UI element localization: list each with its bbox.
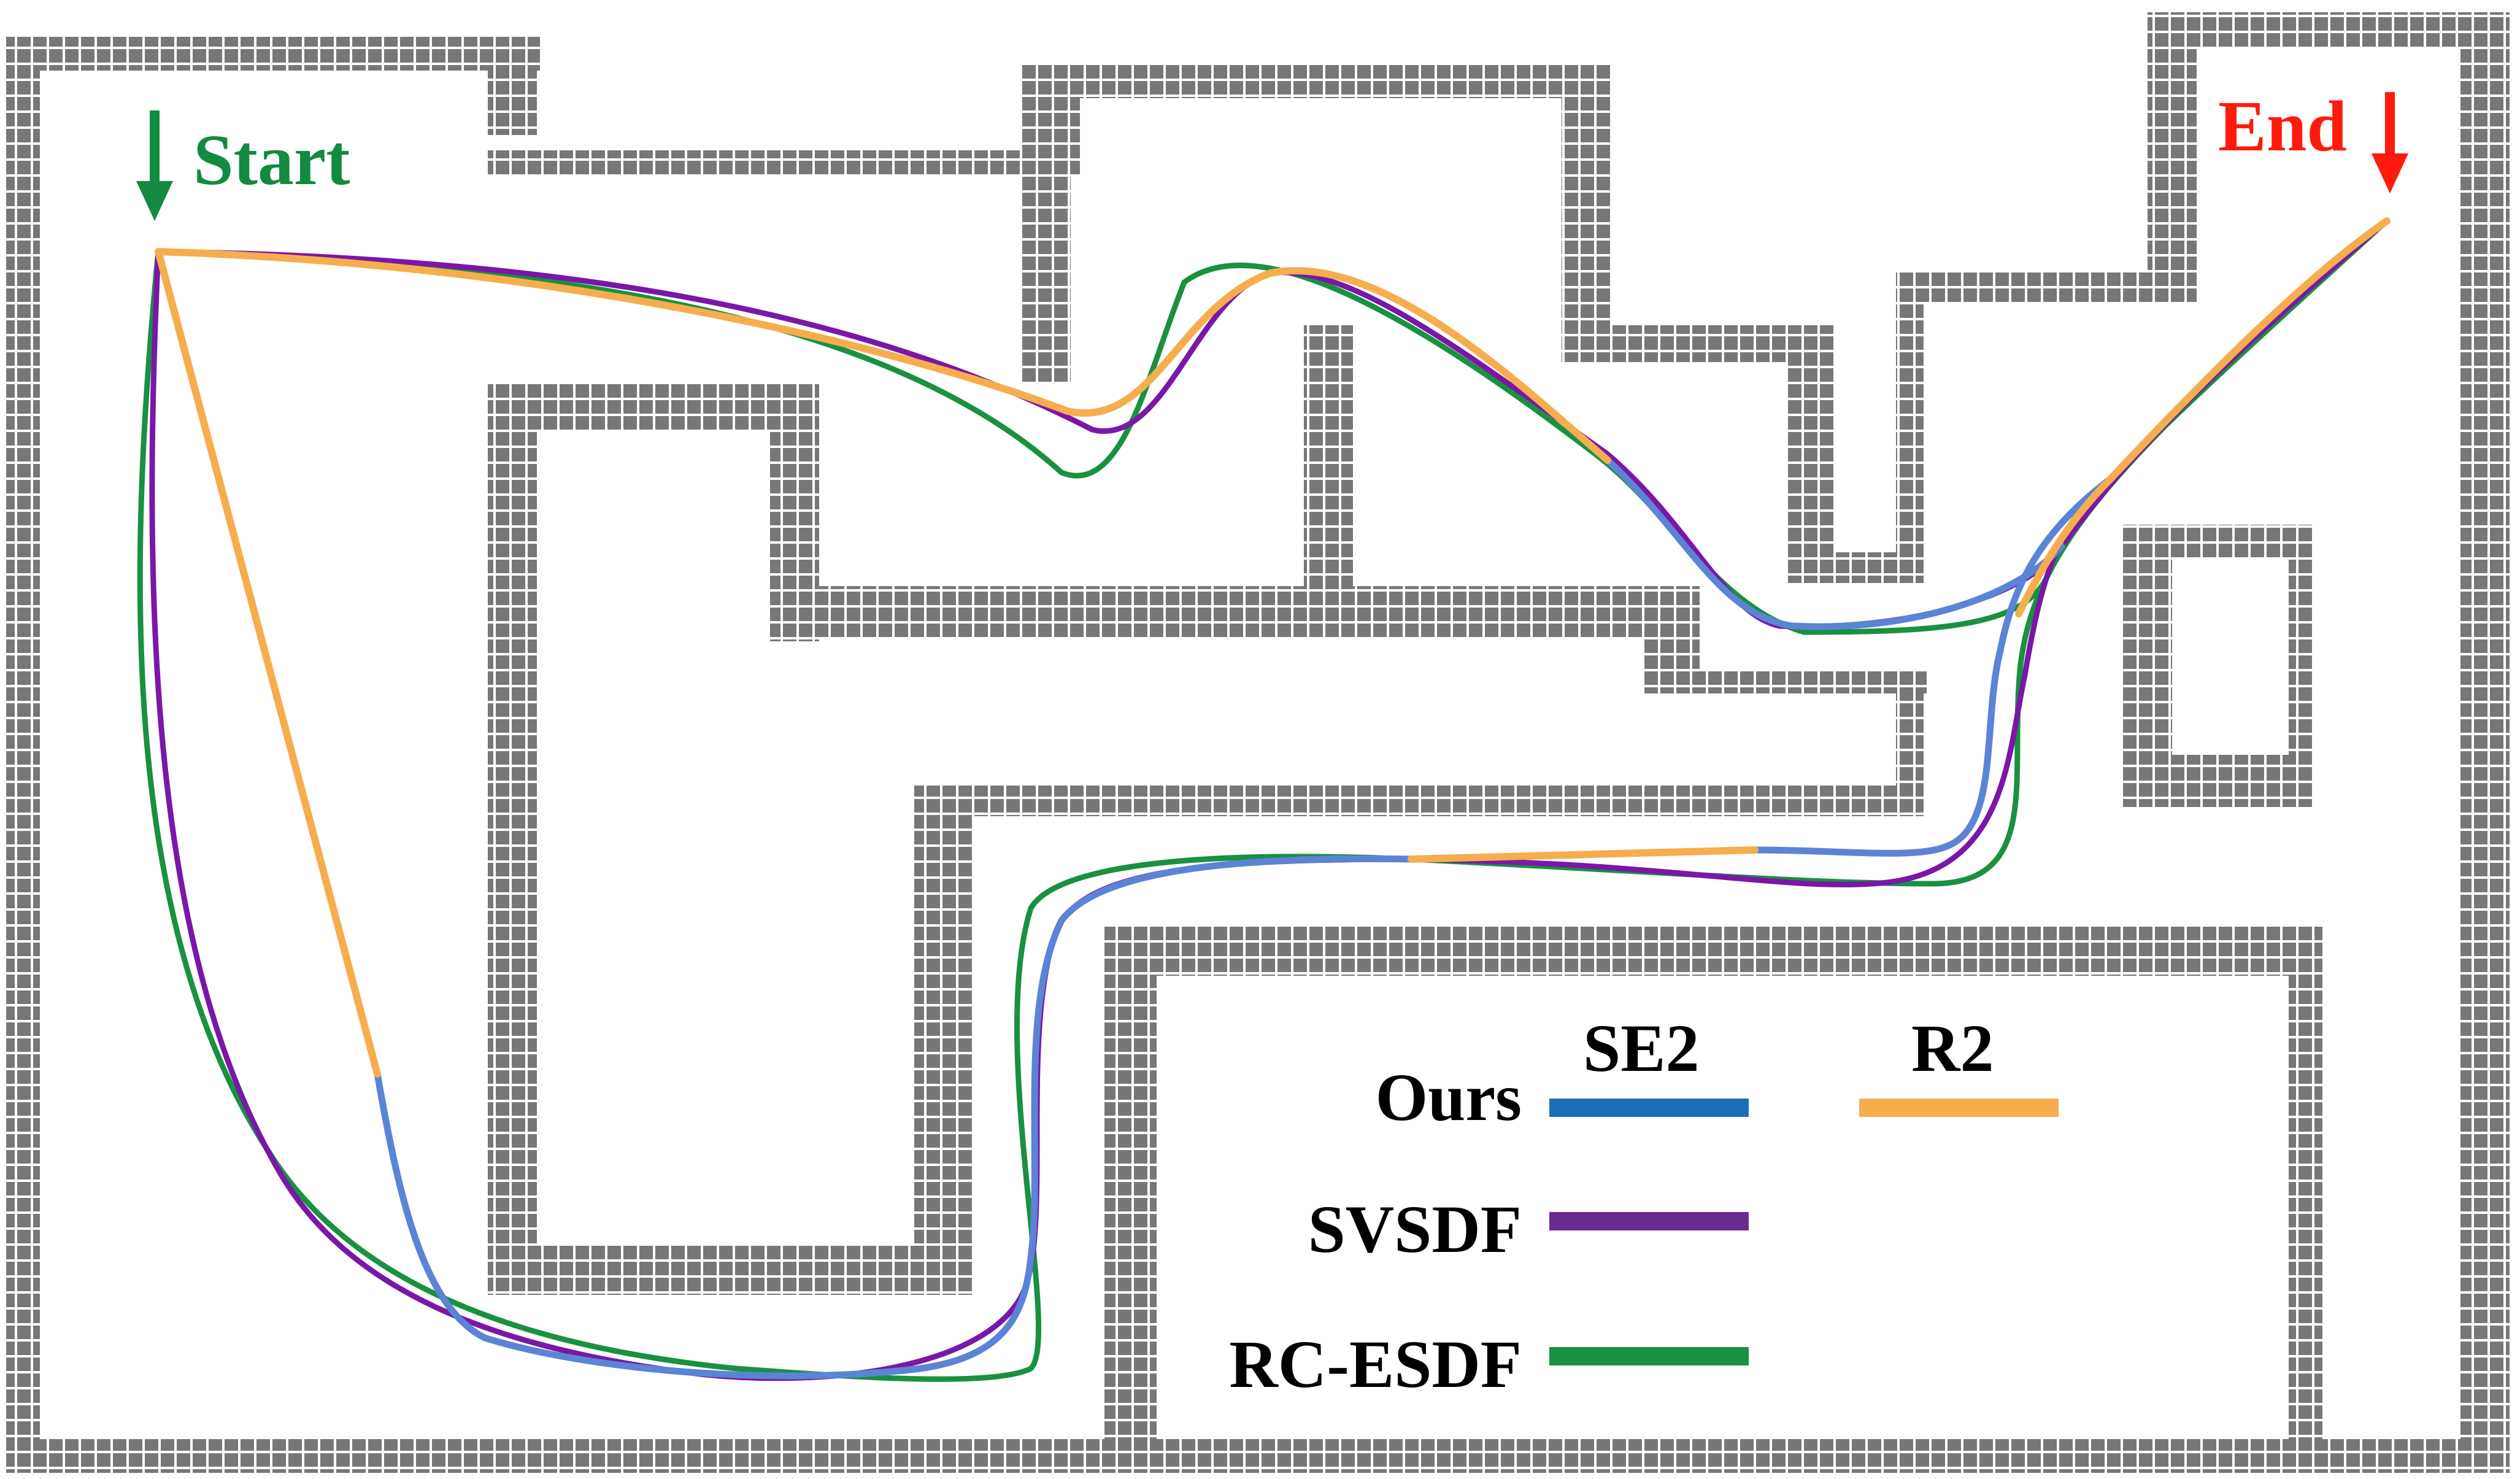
wall-inner-step-bar — [1644, 669, 1927, 693]
legend: SE2 R2 Ours SVSDF RC-ESDF — [1229, 1011, 2059, 1402]
wall-top-right — [2148, 12, 2510, 49]
wall-top-right-notch — [2148, 12, 2197, 304]
trajectory-ours-r2 — [155, 217, 2391, 1078]
wall-lower-right-left — [1104, 927, 1157, 1473]
wall-top-left-drop — [488, 37, 537, 135]
wall-inner-left-bottom-up — [914, 786, 973, 1295]
obstacle-walls — [6, 12, 2510, 1473]
start-label: Start — [193, 120, 350, 200]
wall-inner-left-bottom — [488, 1246, 973, 1295]
trajectories — [137, 217, 2391, 1382]
wall-right — [2460, 12, 2510, 1473]
legend-swatch-ours-se2 — [1549, 1099, 1749, 1117]
wall-lower-right-top — [1104, 927, 2322, 976]
wall-bottom — [6, 1439, 2510, 1473]
legend-col-r2: R2 — [1911, 1011, 1994, 1086]
wall-inner-left-top — [488, 384, 819, 430]
wall-top-middle — [1052, 64, 1611, 98]
wall-top-mid-bar — [488, 150, 1074, 175]
wall-inner-mid-post — [1304, 325, 1353, 620]
wall-top-right-drop — [1562, 64, 1611, 362]
end-arrow-icon — [2372, 92, 2408, 193]
wall-u-right — [1896, 270, 1924, 583]
wall-u-top — [1896, 270, 2197, 304]
legend-swatch-svsdf — [1549, 1212, 1749, 1230]
wall-inner-mid-bottom — [914, 786, 1924, 816]
legend-row-svsdf: SVSDF — [1308, 1192, 1522, 1267]
wall-u-left — [1786, 325, 1835, 583]
wall-right-box-bottom — [2123, 755, 2313, 807]
wall-lower-right-right — [2289, 927, 2322, 1473]
wall-inner-mid-bar — [770, 586, 1700, 638]
wall-top-mid-vertical — [1022, 150, 1071, 384]
end-marker: End — [2218, 86, 2408, 193]
legend-row-ours: Ours — [1376, 1060, 1522, 1135]
trajectory-ours-se2 — [374, 457, 2114, 1380]
wall-inner-left-vertical — [488, 384, 537, 1295]
end-label: End — [2218, 86, 2347, 166]
wall-top-left — [6, 37, 540, 71]
legend-col-se2: SE2 — [1583, 1011, 1700, 1086]
legend-row-rcesdf: RC-ESDF — [1229, 1327, 1522, 1402]
start-arrow-icon — [136, 110, 173, 221]
wall-left — [6, 37, 40, 1470]
start-marker: Start — [136, 110, 350, 221]
legend-swatch-ours-r2 — [1859, 1099, 2059, 1117]
legend-swatch-rcesdf — [1549, 1347, 1749, 1365]
